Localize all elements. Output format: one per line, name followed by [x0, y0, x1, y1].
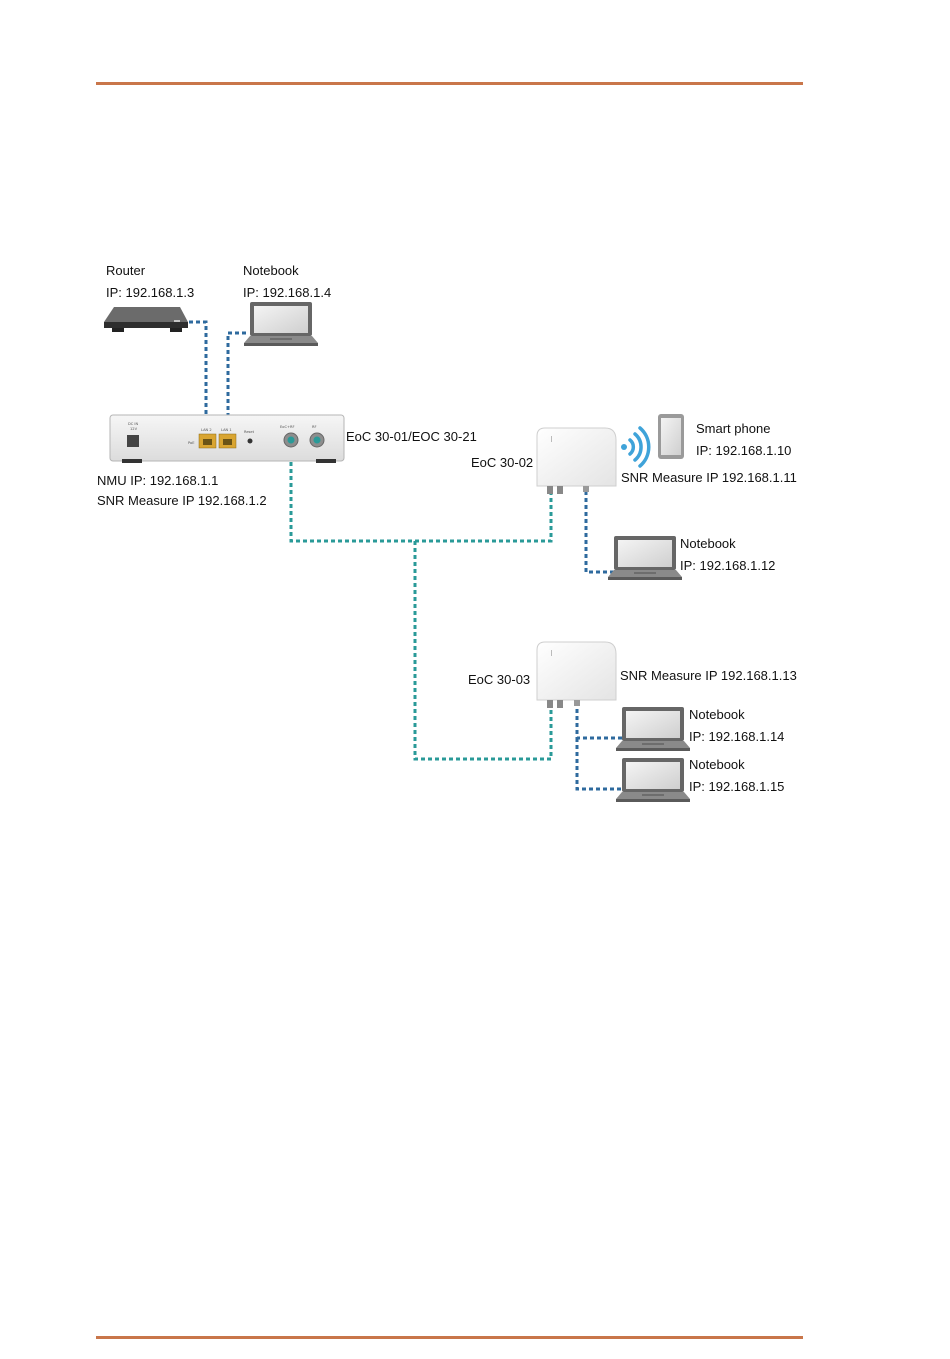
master-device: DC IN 12V PoE LAN 2 LAN 1 Reset EoC+RF R…: [109, 414, 345, 463]
slave2-snr-ip: SNR Measure IP 192.168.1.13: [620, 668, 797, 683]
wifi-icon: [621, 426, 651, 468]
laptop-icon-slave2-a: [616, 707, 690, 751]
laptop-icon: [244, 302, 318, 346]
master-nmu-ip: NMU IP: 192.168.1.1: [97, 473, 218, 488]
link-slave1-notebook: [584, 491, 614, 574]
smartphone-icon: [658, 414, 684, 459]
panel-eoc-label: EoC+RF: [280, 425, 295, 429]
link-router-lan2: [182, 320, 208, 432]
master-snr-ip: SNR Measure IP 192.168.1.2: [97, 493, 267, 508]
notebook-top-name: Notebook: [243, 263, 299, 278]
notebook-top-ip: IP: 192.168.1.4: [243, 285, 331, 300]
link-coax-branch: [413, 541, 553, 761]
slave2-device: [536, 641, 617, 708]
link-notebook-lan1: [226, 331, 246, 432]
header-rule: [96, 82, 803, 85]
footer-rule: [96, 1336, 803, 1339]
link-coax-master: [289, 448, 553, 543]
panel-reset-label: Reset: [244, 430, 255, 434]
master-name: EoC 30-01/EOC 30-21: [346, 429, 477, 444]
router-icon: [104, 307, 188, 332]
router-name: Router: [106, 263, 146, 278]
slave1-name: EoC 30-02: [471, 455, 533, 470]
notebook-3-ip: IP: 192.168.1.15: [689, 779, 784, 794]
smartphone-name: Smart phone: [696, 421, 770, 436]
smartphone-ip: IP: 192.168.1.10: [696, 443, 791, 458]
link-slave2-notebook-b: [575, 738, 622, 791]
link-slave2-notebook-a: [575, 709, 622, 740]
notebook-3-name: Notebook: [689, 757, 745, 772]
panel-lan2-label: LAN 2: [201, 428, 212, 432]
laptop-icon-slave2-b: [616, 758, 690, 802]
notebook-2-name: Notebook: [689, 707, 745, 722]
slave1-device: [536, 427, 617, 494]
panel-poe-label: PoE: [188, 441, 195, 445]
notebook-2-ip: IP: 192.168.1.14: [689, 729, 784, 744]
slave1-snr-ip: SNR Measure IP 192.168.1.11: [621, 470, 797, 485]
laptop-icon-slave1: [608, 536, 682, 580]
notebook-1-name: Notebook: [680, 536, 736, 551]
panel-dc-label: DC IN: [128, 422, 138, 426]
panel-rf-label: RF: [312, 425, 317, 429]
router-ip: IP: 192.168.1.3: [106, 285, 194, 300]
slave2-name: EoC 30-03: [468, 672, 530, 687]
panel-volt-label: 12V: [130, 427, 138, 431]
notebook-1-ip: IP: 192.168.1.12: [680, 558, 775, 573]
panel-lan1-label: LAN 1: [221, 428, 232, 432]
